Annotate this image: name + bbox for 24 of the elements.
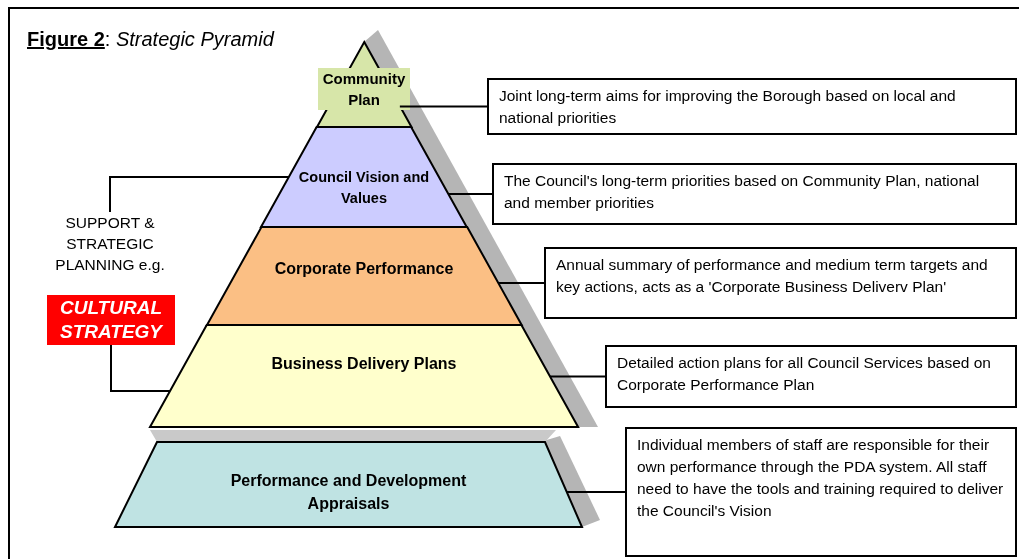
description-box: Individual members of staff are responsible for their own performance through the PDA system. All staff need to have the tools and training required to deliver the Council's Vision [625,427,1017,557]
connector-line [109,176,290,213]
connector-line [110,344,171,392]
layer-label: Corporate Performance [273,259,455,279]
description-box: The Council's long-term priorities based on Community Plan, national and member priorities [492,163,1017,225]
highlight-label: CULTURAL STRATEGY [47,295,175,345]
figure-title: Figure 2: Strategic Pyramid [27,28,274,51]
description-box: Annual summary of performance and medium term targets and key actions, acts as a 'Corporate Business Deliverv Plan' [544,247,1017,319]
connector-line [497,282,545,284]
connector-line [447,193,493,195]
layer-label: Council Vision and Values [297,168,431,208]
description-box: Joint long-term aims for improving the Borough based on local and national priorities [487,78,1017,135]
connector-line [398,105,488,108]
layer-label: Performance and Development Appraisals [229,471,468,514]
connector-line [565,491,626,493]
description-box: Detailed action plans for all Council Services based on Corporate Performance Plan [605,345,1017,408]
layer-label: Community Plan [318,68,410,110]
side-note: SUPPORT & STRATEGIC PLANNING e.g. [35,212,185,278]
connector-line [549,375,606,378]
pyramid-layer [261,127,467,227]
layer-label: Business Delivery Plans [270,354,458,374]
pyramid-layer [316,42,412,127]
pyramid-layer [115,442,582,527]
pyramid-layer [206,227,522,325]
